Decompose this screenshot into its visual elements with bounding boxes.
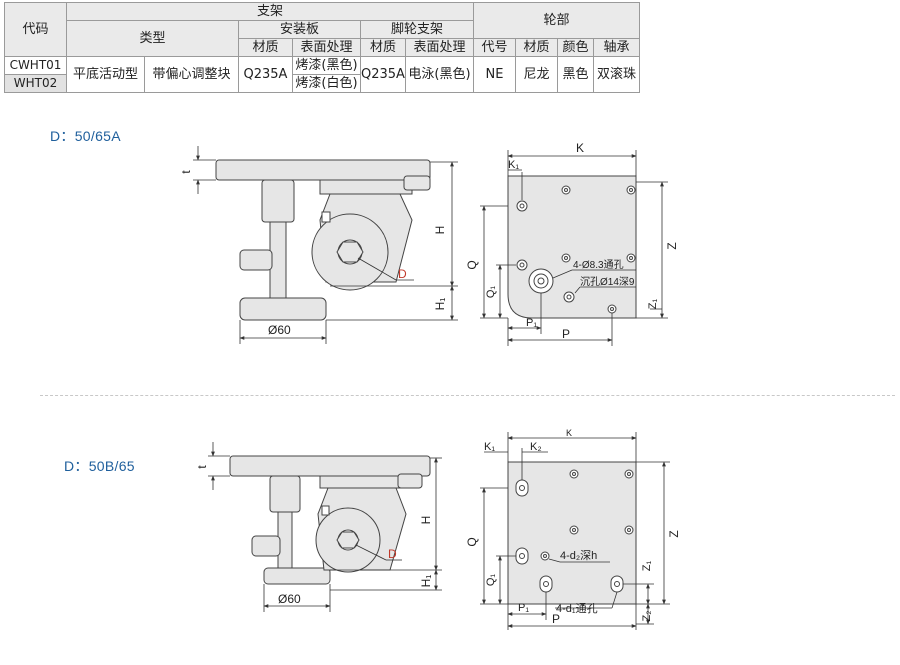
- top-view-2-dims: [480, 432, 670, 630]
- type-header: 类型: [66, 20, 239, 57]
- code-cell: CWHT01 WHT02: [4, 56, 67, 93]
- type-1: 平底活动型: [66, 56, 145, 93]
- side-view-2-dims: [208, 442, 442, 612]
- code-2: WHT02: [5, 74, 66, 92]
- wheel-header: 轮部: [472, 2, 640, 39]
- plate-material-header: 材质: [238, 38, 293, 57]
- hole-note-2: 沉孔Ø14深9: [580, 275, 635, 288]
- hole-note-1: 4-Ø8.3通孔: [573, 259, 624, 271]
- dim-k2-2: K₂: [530, 441, 542, 453]
- dim-q-1: Q: [465, 260, 479, 269]
- dim-k-2: K: [566, 428, 572, 438]
- bracket-header: 支架: [66, 2, 474, 21]
- wheel-color-header: 颜色: [556, 38, 594, 57]
- mount-plate-header: 安装板: [238, 20, 361, 39]
- dim-z1-2: Z₁: [641, 560, 653, 571]
- wheel-code-header: 代号: [472, 38, 516, 57]
- side-view-2-labels: t H H₁ Ø60 D: [195, 465, 433, 606]
- top-view-1-labels: K K₁ Z Z₁ Q Q₁ P₁ P 4-Ø8.3通孔 沉孔Ø14深9: [465, 141, 679, 341]
- dim-dia-2: Ø60: [278, 592, 301, 606]
- top-view-2: [507, 461, 637, 605]
- dim-z1-1: Z₁: [647, 298, 659, 309]
- wheel-material-header: 材质: [514, 38, 558, 57]
- dim-t-2: t: [195, 465, 209, 469]
- plate-material: Q235A: [238, 56, 293, 93]
- wheel-bearing-header: 轴承: [592, 38, 640, 57]
- dim-k1-1: K₁: [508, 159, 519, 171]
- dim-p-1: P: [562, 327, 570, 341]
- dim-k-1: K: [576, 141, 584, 155]
- plate-surface-cell: 烤漆(黑色) 烤漆(白色): [292, 56, 361, 93]
- spec-table: 代码 支架 轮部 类型 安装板 脚轮支架 材质 表面处理 材质 表面处理 代号 …: [4, 2, 640, 93]
- side-view-1: [215, 159, 431, 321]
- wheel-code: NE: [472, 56, 516, 93]
- plate-surface-header: 表面处理: [292, 38, 361, 57]
- dim-d-1: D: [398, 267, 407, 281]
- plate-surface-1: 烤漆(黑色): [295, 58, 358, 73]
- dim-q1-1: Q₁: [485, 286, 497, 299]
- code-header: 代码: [4, 2, 67, 57]
- note-d1: 4-d₁通孔: [556, 602, 598, 615]
- top-view-2-labels: K K₁ K₂ Z Z₁ Z₂ Q Q₁ P₁ P 4-d₂深h 4-d₁通孔: [465, 428, 681, 626]
- section2-label: D：50B/65: [64, 458, 135, 474]
- dim-t-1: t: [179, 170, 193, 174]
- dim-h1-1: H₁: [433, 298, 447, 311]
- code-1: CWHT01: [5, 57, 66, 74]
- caster-bracket-header: 脚轮支架: [360, 20, 474, 39]
- dim-p1-1: P₁: [526, 317, 537, 329]
- side-view-1-labels: t H H₁ Ø60 D: [179, 170, 447, 337]
- dim-z-1: Z: [665, 242, 679, 249]
- dim-z2-2: Z₂: [641, 611, 653, 622]
- caster-surface-header: 表面处理: [404, 38, 474, 57]
- side-view-1-dims: [193, 146, 458, 344]
- plate-surface-2: 烤漆(白色): [293, 74, 360, 92]
- wheel-color: 黑色: [556, 56, 594, 93]
- dim-h-1: H: [433, 226, 447, 235]
- side-view-2: [229, 455, 431, 585]
- dim-dia-1: Ø60: [268, 323, 291, 337]
- caster-surface: 电泳(黑色): [404, 56, 474, 93]
- top-view-1: [507, 175, 637, 319]
- dim-p-2: P: [552, 612, 560, 626]
- section-divider: [40, 395, 895, 396]
- dim-q-2: Q: [465, 537, 479, 546]
- dim-q1-2: Q₁: [485, 574, 497, 587]
- section1-label: D：50/65A: [50, 128, 121, 144]
- note-d2: 4-d₂深h: [560, 549, 597, 562]
- dim-h-2: H: [419, 516, 433, 525]
- dim-h1-2: H₁: [419, 575, 433, 588]
- wheel-bearing: 双滚珠: [592, 56, 640, 93]
- top-view-1-dims: [480, 150, 668, 346]
- dim-z-2: Z: [667, 530, 681, 537]
- dim-d-2: D: [388, 547, 397, 561]
- dim-k1-2: K₁: [484, 441, 495, 453]
- dim-p1-2: P₁: [518, 602, 529, 614]
- type-2: 带偏心调整块: [144, 56, 239, 93]
